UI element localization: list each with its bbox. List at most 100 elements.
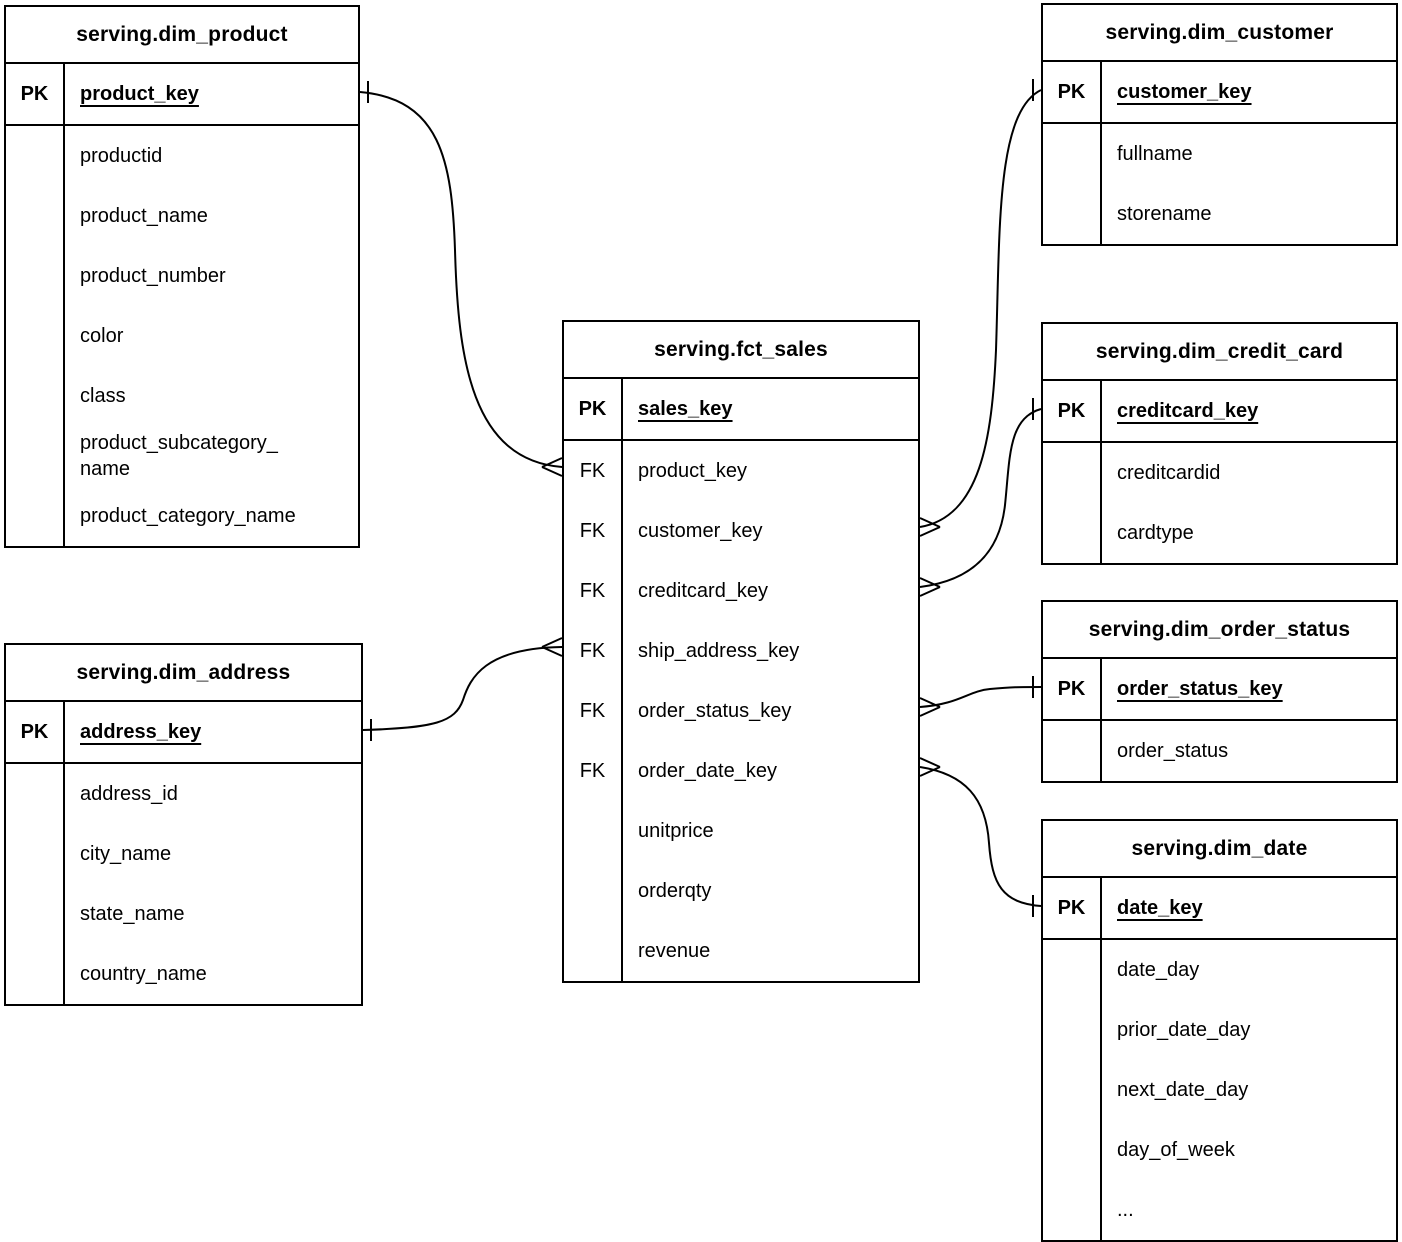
field-name: revenue [638, 940, 711, 962]
field-row: unitprice [564, 801, 918, 861]
key-cell [6, 486, 65, 546]
table-dim-date: serving.dim_date PK date_key date_day pr… [1041, 819, 1398, 1242]
field-name: color [80, 325, 124, 347]
field-row: city_name [6, 824, 361, 884]
field-name: creditcardid [1117, 462, 1221, 484]
key-cell [6, 126, 65, 186]
table-title: serving.dim_address [6, 645, 361, 702]
fk-label: FK [564, 621, 623, 681]
key-cell [1043, 1120, 1102, 1180]
fk-label: FK [564, 561, 623, 621]
field-name: country_name [80, 963, 207, 985]
field-row: date_day [1043, 940, 1396, 1000]
pk-row: PK sales_key [564, 379, 918, 441]
pk-field: sales_key [638, 398, 733, 420]
field-name: customer_key [638, 520, 763, 542]
field-row: address_id [6, 764, 361, 824]
field-name: order_status_key [638, 700, 792, 722]
field-name: productid [80, 145, 163, 167]
key-cell [6, 366, 65, 426]
key-cell [6, 824, 65, 884]
relation-fct-sales-to-dim-customer [919, 79, 1042, 537]
field-name: cardtype [1117, 522, 1194, 544]
field-name: product_name [80, 205, 208, 227]
field-row: product_category_name [6, 486, 358, 546]
key-cell [6, 306, 65, 366]
field-row: creditcardid [1043, 443, 1396, 503]
field-row: state_name [6, 884, 361, 944]
field-row: next_date_day [1043, 1060, 1396, 1120]
relation-fct-sales-to-dim-product [359, 81, 563, 477]
pk-label: PK [564, 379, 623, 439]
field-row: storename [1043, 184, 1396, 244]
field-row: product_number [6, 246, 358, 306]
pk-label: PK [6, 64, 65, 124]
key-cell [1043, 443, 1102, 503]
pk-field: date_key [1117, 897, 1203, 919]
key-cell [564, 801, 623, 861]
field-row: product_subcategory_ name [6, 426, 358, 486]
fk-label: FK [564, 741, 623, 801]
field-name: product_subcategory_ name [80, 432, 278, 480]
pk-row: PK address_key [6, 702, 361, 764]
key-cell [1043, 1180, 1102, 1240]
pk-field: creditcard_key [1117, 400, 1259, 422]
table-dim-address: serving.dim_address PK address_key addre… [4, 643, 363, 1006]
field-row: class [6, 366, 358, 426]
table-title: serving.dim_date [1043, 821, 1396, 878]
pk-field: customer_key [1117, 81, 1252, 103]
key-cell [6, 426, 65, 486]
pk-label: PK [6, 702, 65, 762]
key-cell [1043, 1060, 1102, 1120]
key-cell [564, 861, 623, 921]
field-name: ... [1117, 1199, 1134, 1221]
field-name: class [80, 385, 126, 407]
relation-fct-sales-to-dim-address [362, 637, 563, 741]
field-name: next_date_day [1117, 1079, 1249, 1101]
pk-row: PK customer_key [1043, 62, 1396, 124]
table-dim-credit-card: serving.dim_credit_card PK creditcard_ke… [1041, 322, 1398, 565]
field-name: unitprice [638, 820, 714, 842]
pk-field: order_status_key [1117, 678, 1283, 700]
key-cell [6, 246, 65, 306]
field-name: day_of_week [1117, 1139, 1235, 1161]
field-row: FK order_status_key [564, 681, 918, 741]
relation-fct-sales-to-dim-credit-card [919, 398, 1042, 597]
table-dim-product: serving.dim_product PK product_key produ… [4, 5, 360, 548]
field-name: date_day [1117, 959, 1200, 981]
key-cell [6, 764, 65, 824]
pk-label: PK [1043, 381, 1102, 441]
fk-label: FK [564, 681, 623, 741]
field-row: ... [1043, 1180, 1396, 1240]
relation-fct-sales-to-dim-date [919, 757, 1042, 917]
key-cell [1043, 1000, 1102, 1060]
field-row: prior_date_day [1043, 1000, 1396, 1060]
key-cell [1043, 184, 1102, 244]
field-name: state_name [80, 903, 185, 925]
table-title: serving.dim_customer [1043, 5, 1396, 62]
pk-label: PK [1043, 62, 1102, 122]
field-row: FK customer_key [564, 501, 918, 561]
field-name: orderqty [638, 880, 712, 902]
table-dim-customer: serving.dim_customer PK customer_key ful… [1041, 3, 1398, 246]
pk-field: product_key [80, 83, 199, 105]
pk-row: PK creditcard_key [1043, 381, 1396, 443]
fk-label: FK [564, 501, 623, 561]
table-dim-order-status: serving.dim_order_status PK order_status… [1041, 600, 1398, 783]
field-row: order_status [1043, 721, 1396, 781]
key-cell [1043, 721, 1102, 781]
field-row: day_of_week [1043, 1120, 1396, 1180]
field-row: color [6, 306, 358, 366]
pk-row: PK product_key [6, 64, 358, 126]
pk-label: PK [1043, 659, 1102, 719]
field-name: product_key [638, 460, 747, 482]
field-row: country_name [6, 944, 361, 1004]
field-row: revenue [564, 921, 918, 981]
pk-row: PK date_key [1043, 878, 1396, 940]
key-cell [6, 186, 65, 246]
